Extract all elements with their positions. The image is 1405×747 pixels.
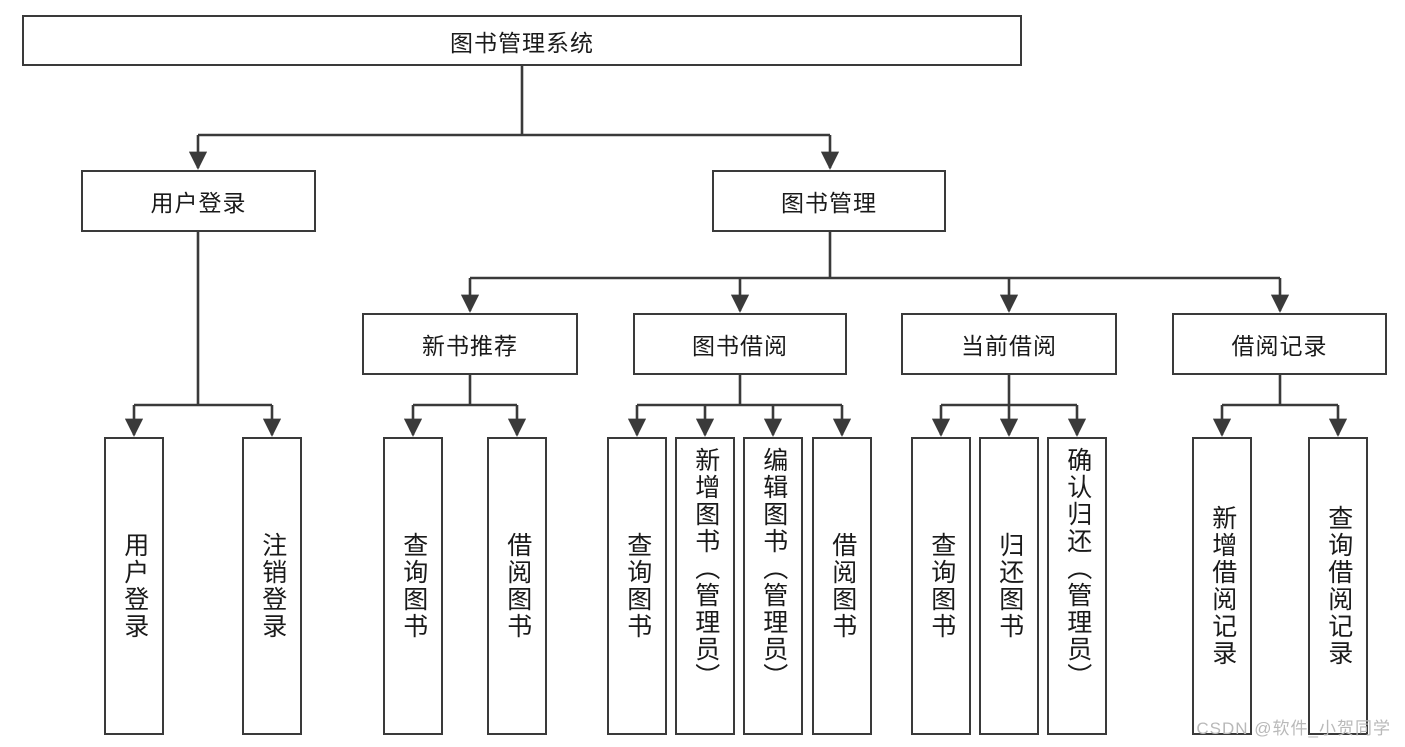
leaf-label: 查询图书: [623, 532, 652, 640]
node-label: 当前借阅: [961, 333, 1057, 359]
leaf-label: 确认归还（管理员）: [1063, 447, 1092, 690]
leaf-label: 用户登录: [120, 532, 149, 640]
leaf-label: 编辑图书（管理员）: [759, 447, 788, 690]
leaf-label: 查询图书: [399, 532, 428, 640]
leaf-label: 查询图书: [927, 532, 956, 640]
leaf-query-books-borrow[interactable]: 查询图书: [607, 437, 667, 735]
node-borrow-records[interactable]: 借阅记录: [1172, 313, 1387, 375]
leaf-query-borrow-record[interactable]: 查询借阅记录: [1308, 437, 1368, 735]
node-label: 图书管理: [781, 190, 877, 216]
leaf-label: 查询借阅记录: [1324, 505, 1353, 667]
leaf-borrow-books-recommend[interactable]: 借阅图书: [487, 437, 547, 735]
leaf-label: 注销登录: [258, 532, 287, 640]
leaf-add-borrow-record[interactable]: 新增借阅记录: [1192, 437, 1252, 735]
node-book-borrow[interactable]: 图书借阅: [633, 313, 847, 375]
leaf-edit-book-admin[interactable]: 编辑图书（管理员）: [743, 437, 803, 735]
node-root-library-system[interactable]: 图书管理系统: [22, 15, 1022, 66]
node-label: 新书推荐: [422, 333, 518, 359]
node-new-book-recommend[interactable]: 新书推荐: [362, 313, 578, 375]
leaf-confirm-return-admin[interactable]: 确认归还（管理员）: [1047, 437, 1107, 735]
node-label: 图书借阅: [692, 333, 788, 359]
leaf-query-books-recommend[interactable]: 查询图书: [383, 437, 443, 735]
node-current-borrow[interactable]: 当前借阅: [901, 313, 1117, 375]
leaf-borrow-books[interactable]: 借阅图书: [812, 437, 872, 735]
leaf-label: 借阅图书: [828, 532, 857, 640]
leaf-label: 归还图书: [995, 532, 1024, 640]
node-label: 借阅记录: [1231, 333, 1328, 359]
node-user-login[interactable]: 用户登录: [81, 170, 316, 232]
node-label: 用户登录: [150, 190, 247, 216]
leaf-logout[interactable]: 注销登录: [242, 437, 302, 735]
node-book-management[interactable]: 图书管理: [712, 170, 946, 232]
leaf-label: 新增借阅记录: [1208, 505, 1237, 667]
node-label: 图书管理系统: [450, 29, 594, 56]
leaf-query-books-current[interactable]: 查询图书: [911, 437, 971, 735]
watermark: CSDN @软件_小贺同学: [1196, 719, 1391, 738]
leaf-add-book-admin[interactable]: 新增图书（管理员）: [675, 437, 735, 735]
leaf-label: 新增图书（管理员）: [691, 447, 720, 690]
leaf-return-books[interactable]: 归还图书: [979, 437, 1039, 735]
leaf-label: 借阅图书: [503, 532, 532, 640]
leaf-user-login[interactable]: 用户登录: [104, 437, 164, 735]
